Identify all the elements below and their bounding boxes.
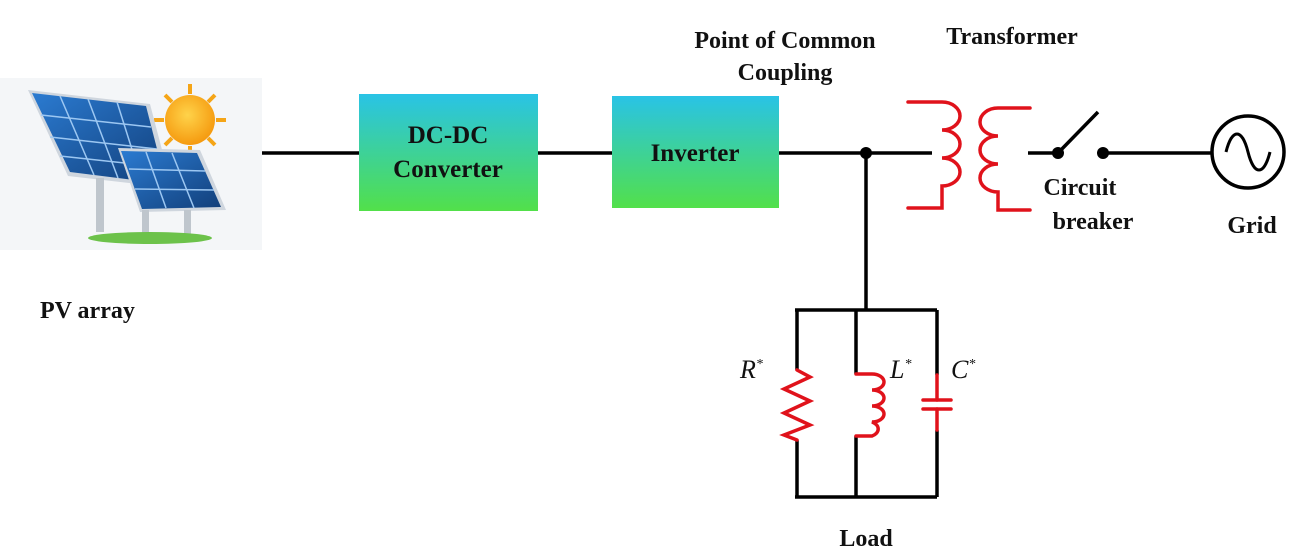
capacitor-star: * (968, 357, 975, 372)
inductor-symbol (854, 372, 886, 438)
solar-panel-small (118, 148, 226, 236)
capacitor-label: C* (951, 355, 975, 384)
pv-array-label: PV array (40, 298, 135, 324)
breaker-label-line2: breaker (1053, 209, 1134, 235)
pv-array-icon (0, 78, 262, 250)
pcc-label-line1: Point of Common (694, 28, 875, 54)
inductor-label: L* (889, 355, 911, 384)
pcc-label-line2: Coupling (738, 60, 833, 86)
dc-dc-label-line1: DC-DC (408, 122, 489, 149)
capacitor-symbol (921, 373, 953, 432)
resistor-star: * (756, 357, 763, 372)
load-network (779, 308, 953, 499)
load-label: Load (839, 526, 893, 552)
inductor-star: * (904, 357, 911, 372)
resistor-symbol (779, 368, 815, 442)
inverter-label: Inverter (651, 140, 740, 167)
dc-dc-label-line2: Converter (393, 156, 503, 183)
capacitor-letter: C (951, 355, 969, 384)
inverter-block: Inverter (612, 96, 779, 208)
grid-label: Grid (1227, 213, 1277, 239)
inductor-letter: L (889, 355, 904, 384)
resistor-label: R* (739, 355, 763, 384)
resistor-letter: R (739, 355, 756, 384)
breaker-label-line1: Circuit (1044, 175, 1117, 201)
dc-dc-converter-block: DC-DC Converter (359, 94, 538, 211)
transformer-symbol (906, 100, 1032, 212)
grid-source-icon (1210, 114, 1286, 190)
transformer-label: Transformer (946, 24, 1078, 50)
circuit-breaker-symbol (1028, 110, 1109, 159)
